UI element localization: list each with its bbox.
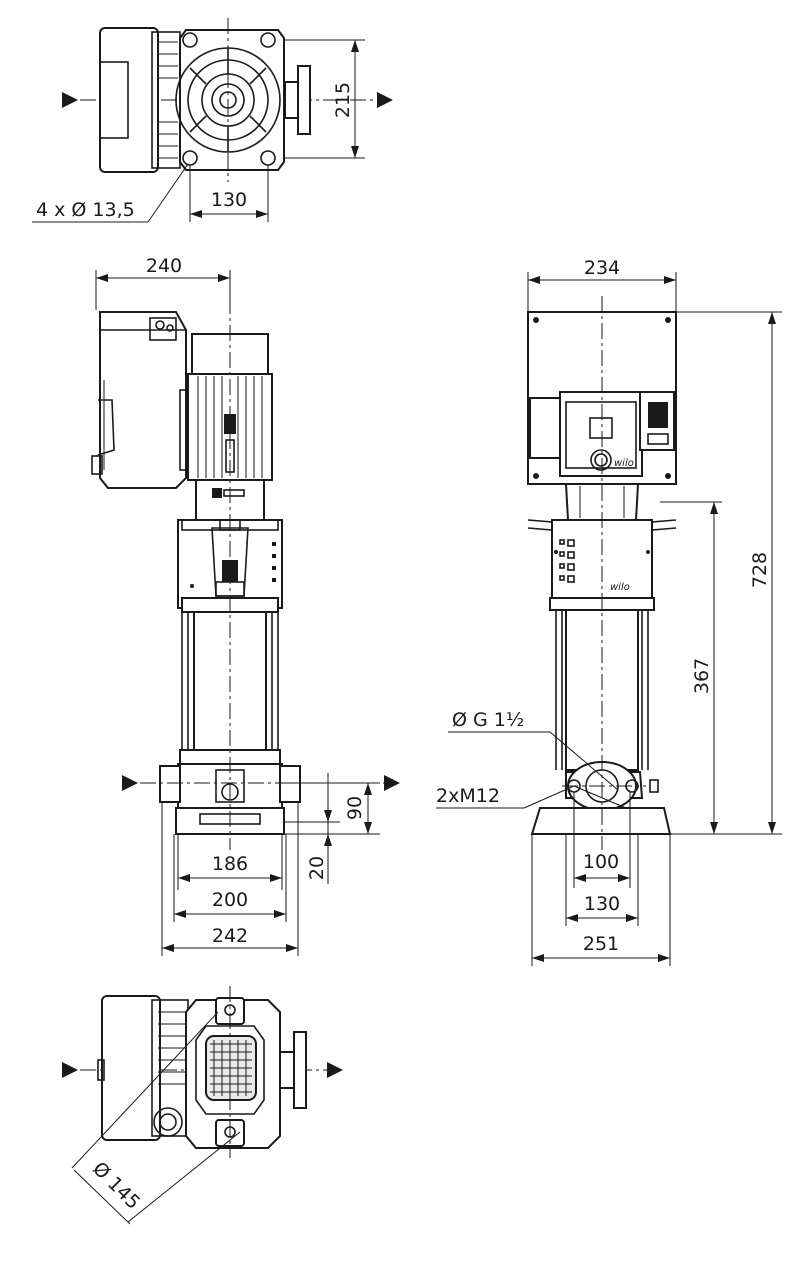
front-view: 240 [91, 255, 400, 956]
bottom-view: Ø 145 [62, 986, 343, 1225]
side-view: 234 wilo wilo [436, 257, 782, 966]
lantern-brand: wilo [610, 582, 630, 593]
dim-145: Ø 145 [88, 1158, 144, 1214]
module-brand: wilo [614, 458, 634, 469]
dim-234: 234 [584, 257, 620, 279]
dim-200: 200 [212, 889, 248, 911]
dim-215: 215 [332, 82, 354, 118]
dim-90: 90 [344, 796, 366, 820]
dim-connection: Ø G 1½ [452, 709, 524, 731]
dim-130-side: 130 [584, 893, 620, 915]
dim-130-top: 130 [211, 189, 247, 211]
dim-holes: 4 x Ø 13,5 [36, 199, 135, 221]
dim-367: 367 [691, 658, 713, 694]
dim-728: 728 [749, 552, 771, 588]
dim-bolts: 2xM12 [436, 785, 500, 807]
dim-251: 251 [583, 933, 619, 955]
dim-240: 240 [146, 255, 182, 277]
top-view: 215 130 4 x Ø 13,5 [32, 18, 393, 223]
dim-186: 186 [212, 853, 248, 875]
dim-20: 20 [306, 856, 328, 880]
strainer-grid [210, 1040, 252, 1096]
dim-242: 242 [212, 925, 248, 947]
dim-100: 100 [583, 851, 619, 873]
